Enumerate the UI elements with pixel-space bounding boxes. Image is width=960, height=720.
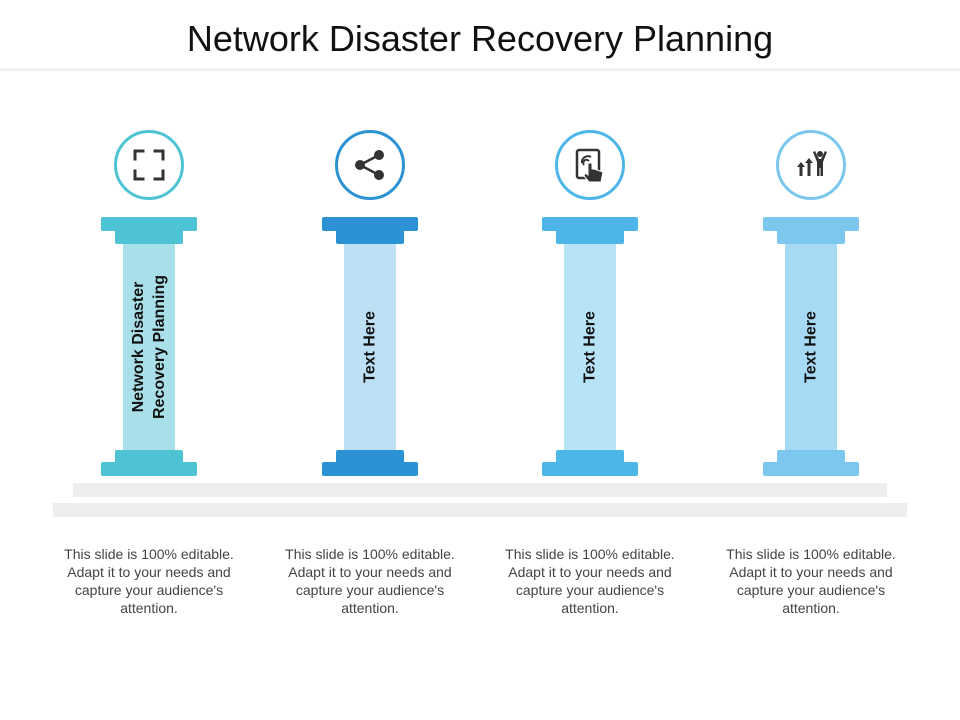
- page-title: Network Disaster Recovery Planning: [186, 18, 774, 59]
- pillar-1-capital-step: [115, 230, 183, 244]
- pillar-4-base-step: [777, 450, 845, 463]
- pillar-1-base-step: [115, 450, 183, 463]
- pillar-3-label: Text Here: [580, 311, 601, 383]
- pillar-3-icon-circle: [555, 130, 625, 200]
- share-network-icon: [355, 150, 384, 180]
- pillar-2-capital-step: [336, 230, 404, 244]
- pillar-1-label-line-1: Network Disaster: [130, 281, 147, 413]
- pillar-4-label-line-1: Text Here: [802, 311, 820, 383]
- floor-step-lower: [53, 503, 907, 517]
- pillar-1-description: This slide is 100% editable. Adapt it to…: [64, 546, 234, 616]
- pillar-3-description: This slide is 100% editable. Adapt it to…: [505, 546, 675, 616]
- pillar-1-label-line-2: Recovery Planning: [151, 274, 168, 420]
- pillar-4-capital-step: [777, 230, 845, 244]
- pillar-2-label-line-1: Text Here: [361, 311, 379, 383]
- growth-person-icon: [797, 151, 827, 176]
- floor-step-upper: [73, 483, 887, 497]
- pillar-4-capital: [763, 217, 859, 231]
- pillar-3-shaft: Text Here: [564, 244, 616, 450]
- pillar-1: Network Disaster Recovery Planning: [101, 130, 197, 480]
- pillar-2: Text Here: [322, 130, 418, 480]
- pillar-2-icon-circle: [335, 130, 405, 200]
- pillar-3-base: [542, 462, 638, 476]
- expand-corners-icon: [133, 149, 165, 181]
- pillar-2-base-step: [336, 450, 404, 463]
- pillar-2-description: This slide is 100% editable. Adapt it to…: [285, 546, 455, 616]
- pillar-1-icon-circle: [114, 130, 184, 200]
- pillar-1-base: [101, 462, 197, 476]
- touch-tablet-icon: [575, 148, 604, 183]
- pillar-4: Text Here: [763, 130, 859, 480]
- pillar-4-shaft: Text Here: [785, 244, 837, 450]
- pillar-1-label: Network Disaster Recovery Planning: [128, 275, 170, 419]
- pillar-4-label: Text Here: [801, 311, 822, 383]
- pillar-3-label-line-1: Text Here: [581, 311, 599, 383]
- pillar-1-shaft: Network Disaster Recovery Planning: [123, 244, 175, 450]
- pillar-3-capital-step: [556, 230, 624, 244]
- title-divider: [0, 68, 960, 71]
- pillar-4-base: [763, 462, 859, 476]
- pillar-4-icon-circle: [776, 130, 846, 200]
- pillar-2-base: [322, 462, 418, 476]
- pillar-4-description: This slide is 100% editable. Adapt it to…: [726, 546, 896, 616]
- pillar-3: Text Here: [542, 130, 638, 480]
- pillar-2-shaft: Text Here: [344, 244, 396, 450]
- pillar-2-capital: [322, 217, 418, 231]
- pillar-3-base-step: [556, 450, 624, 463]
- pillar-2-label: Text Here: [360, 311, 381, 383]
- pillar-3-capital: [542, 217, 638, 231]
- pillar-1-capital: [101, 217, 197, 231]
